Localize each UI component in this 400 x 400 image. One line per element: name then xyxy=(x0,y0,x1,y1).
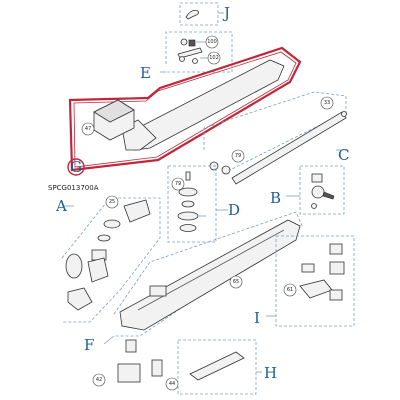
coupler-part xyxy=(125,339,137,353)
callout-79-d xyxy=(171,177,185,191)
callout-47 xyxy=(81,122,95,136)
group-a: A 25 xyxy=(55,195,161,323)
lock-body-part xyxy=(311,173,323,183)
chassis-mount-part xyxy=(149,285,167,297)
group-g-marker xyxy=(67,158,85,176)
group-h-box xyxy=(177,339,257,395)
callout-102 xyxy=(207,51,221,65)
shaft-part xyxy=(231,111,347,185)
control-box-top xyxy=(93,99,135,123)
group-letter-f: F xyxy=(84,336,94,354)
motor-head-part xyxy=(123,199,151,223)
highlight-outline xyxy=(68,46,302,172)
group-letter-c: C xyxy=(338,146,349,164)
group-letter-e: E xyxy=(140,64,151,82)
cover-strip-part xyxy=(189,351,245,381)
connector-part xyxy=(329,289,343,301)
callout-79-c-label: 79 xyxy=(235,153,241,159)
group-j: J xyxy=(179,2,230,26)
group-f-box xyxy=(113,211,303,337)
group-c: 33 79 C xyxy=(203,91,349,185)
motor-body-part xyxy=(87,257,109,283)
pin-part xyxy=(177,47,203,59)
group-f: 65 F xyxy=(84,211,303,354)
leader-f xyxy=(103,335,115,345)
cylinder-part xyxy=(151,359,163,377)
callout-25 xyxy=(105,195,119,209)
group-f-small-parts: 42 44 xyxy=(92,339,179,391)
board-top-part xyxy=(329,243,343,255)
lock-key-part xyxy=(322,191,335,200)
group-letter-a: A xyxy=(55,197,67,215)
callout-79-c xyxy=(231,149,245,163)
nut-part-2 xyxy=(192,58,198,64)
group-g: 47 G SPCG013700A xyxy=(48,46,302,192)
terminal-block-part xyxy=(117,363,141,383)
group-b: B xyxy=(270,165,345,215)
callout-44-label: 44 xyxy=(169,381,175,387)
board-mid-part xyxy=(329,261,345,275)
callout-65 xyxy=(229,275,243,289)
group-letter-b: B xyxy=(270,189,281,207)
group-e: 100 102 E xyxy=(140,31,233,82)
key-clip-part xyxy=(185,9,199,20)
gear-bottom-part xyxy=(177,211,199,221)
shaft-end-part xyxy=(341,111,347,117)
drawing-code: SPCG013700A xyxy=(48,184,99,192)
armature-part xyxy=(65,253,83,279)
small-pin-d-part xyxy=(185,171,191,181)
callout-100-label: 100 xyxy=(207,39,217,45)
group-letter-j: J xyxy=(222,4,230,22)
callout-47-label: 47 xyxy=(85,126,91,132)
callout-33-label: 33 xyxy=(324,100,330,106)
callout-65-label: 65 xyxy=(233,279,239,285)
group-i: 61 I xyxy=(254,235,355,327)
callout-61 xyxy=(283,283,297,297)
group-d-box xyxy=(167,165,217,243)
callout-25-label: 25 xyxy=(109,199,115,205)
callout-79-d-label: 79 xyxy=(175,181,181,187)
callout-61-label: 61 xyxy=(287,287,293,293)
callout-42-label: 42 xyxy=(96,377,102,383)
group-i-box xyxy=(275,235,355,327)
group-letter-d: D xyxy=(228,201,240,219)
motor-endcap-part xyxy=(67,287,93,311)
seal-a-part xyxy=(103,219,121,229)
bolt-part xyxy=(188,39,196,47)
callout-42 xyxy=(92,373,106,387)
group-j-box xyxy=(179,2,219,26)
group-letter-i: I xyxy=(254,309,260,327)
base-chassis-part xyxy=(119,219,301,331)
lock-screw-part xyxy=(311,203,317,209)
group-h: H xyxy=(177,339,277,395)
group-d: 79 D xyxy=(167,165,240,243)
callout-102-label: 102 xyxy=(209,55,219,61)
gear-top-part xyxy=(178,187,198,197)
chassis-rail xyxy=(137,229,285,311)
nut-part xyxy=(179,56,185,62)
washer-part xyxy=(180,38,188,46)
highlight-inner-outline xyxy=(73,51,297,168)
group-letter-g: G xyxy=(70,158,82,176)
gear-base-part xyxy=(179,224,197,232)
gear-mid-part xyxy=(181,200,195,208)
switch-part xyxy=(301,263,315,273)
bushing-c-part xyxy=(221,165,231,175)
board-bottom-part xyxy=(299,279,333,299)
lock-cylinder-part xyxy=(311,185,325,199)
callout-100 xyxy=(205,35,219,49)
callout-33 xyxy=(320,96,334,110)
group-b-box xyxy=(299,165,345,215)
group-letter-h: H xyxy=(264,364,277,382)
ring-a-part xyxy=(97,234,111,242)
